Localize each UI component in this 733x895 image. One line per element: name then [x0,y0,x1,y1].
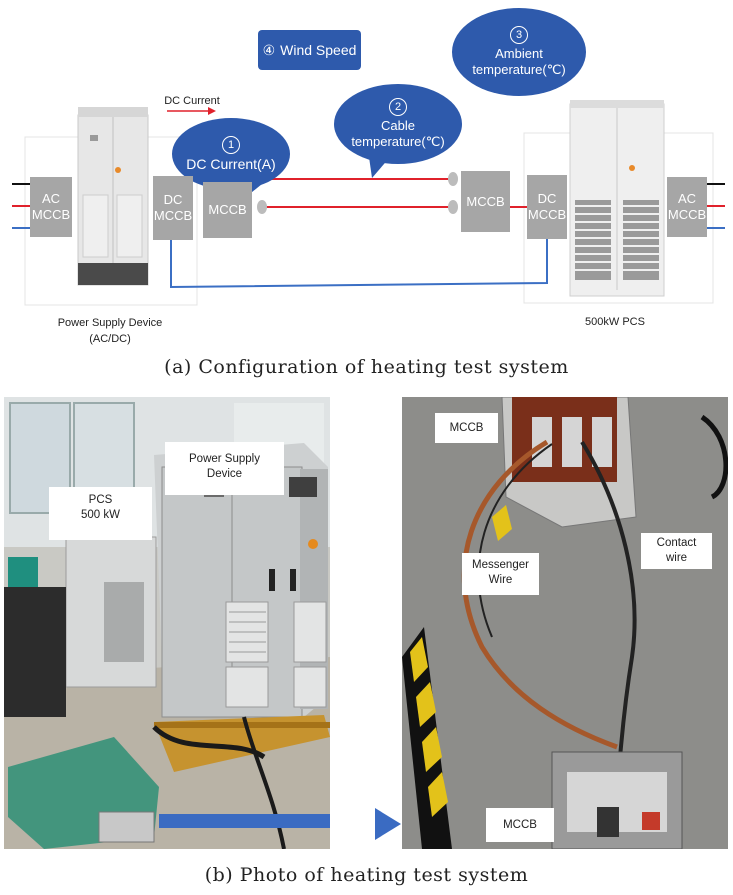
caption-b: (b) Photo of heating test system [204,864,529,886]
power-supply-label-line-2: (AC/DC) [89,333,131,345]
bubble-label: DC Current(A) [186,156,276,172]
messenger-wire-line-1: Messenger [472,559,529,571]
wind-speed-box: ④ Wind Speed [258,30,361,70]
mccb-top-photo-label: MCCB [435,413,498,443]
ac-mccb-line-1: AC [677,191,697,206]
mccb-right: MCCB [461,171,510,232]
messenger-wire-photo-label: Messenger Wire [462,553,539,595]
bubble-number: 1 [222,136,240,154]
power-supply-label-line-1: Power Supply Device [57,317,163,329]
pcs-cabinet [569,100,665,297]
pcs-photo-label: PCS 500 kW [49,487,152,540]
ambient-temperature-bubble: 3 Ambient temperature(℃) [452,8,586,96]
dc-mccb-line-1: DC [537,191,557,206]
dc-mccb-right: DC MCCB [527,175,567,239]
ac-mccb-right: AC MCCB [667,177,707,237]
messenger-wire-line-2: Wire [488,574,513,586]
arrow-head [375,808,401,840]
contact-wire-line-2: wire [665,552,688,564]
wind-speed-label: Wind Speed [280,42,357,58]
mccb-bottom-photo-label: MCCB [486,808,554,842]
dc-mccb-line-2: MCCB [153,208,193,223]
dc-mccb-left: DC MCCB [153,176,193,240]
caption-a: (a) Configuration of heating test system [164,356,569,378]
bubble-number: 2 [389,98,407,116]
bubble-number: 3 [510,26,528,44]
power-supply-label: Power Supply Device (AC/DC) [40,315,180,347]
wind-speed-number: ④ [262,41,276,58]
pcs-photo-label-line-2: 500 kW [81,509,120,521]
ac-mccb-line-2: MCCB [31,207,71,222]
bubble-line-1: Ambient [495,46,543,61]
bubble-line-1: Cable [381,118,415,133]
cable-temperature-bubble: 2 Cable temperature(℃) [334,84,462,164]
ac-mccb-line-1: AC [41,191,61,206]
power-supply-photo-label-line-1: Power Supply [189,453,260,465]
pcs-photo-label-line-1: PCS [88,494,113,506]
dc-mccb-line-2: MCCB [527,207,567,222]
power-supply-photo-label-line-2: Device [206,468,243,480]
dc-mccb-line-1: DC [163,192,183,207]
mccb-left: MCCB [203,182,252,238]
power-supply-cabinet [77,107,149,286]
contact-wire-line-1: Contact [656,537,697,549]
bubble-line-2: temperature(℃) [351,134,445,149]
pcs-label: 500kW PCS [585,316,645,328]
ac-mccb-left: AC MCCB [30,177,72,237]
contact-wire-photo-label: Contact wire [641,533,712,569]
photo-right [402,397,728,849]
ac-mccb-line-2: MCCB [667,207,707,222]
wiring-diagram [12,100,725,306]
bubble-line-2: temperature(℃) [472,62,566,77]
dc-current-arrow-label: DC Current [164,95,220,107]
power-supply-photo-label: Power Supply Device [165,442,284,495]
